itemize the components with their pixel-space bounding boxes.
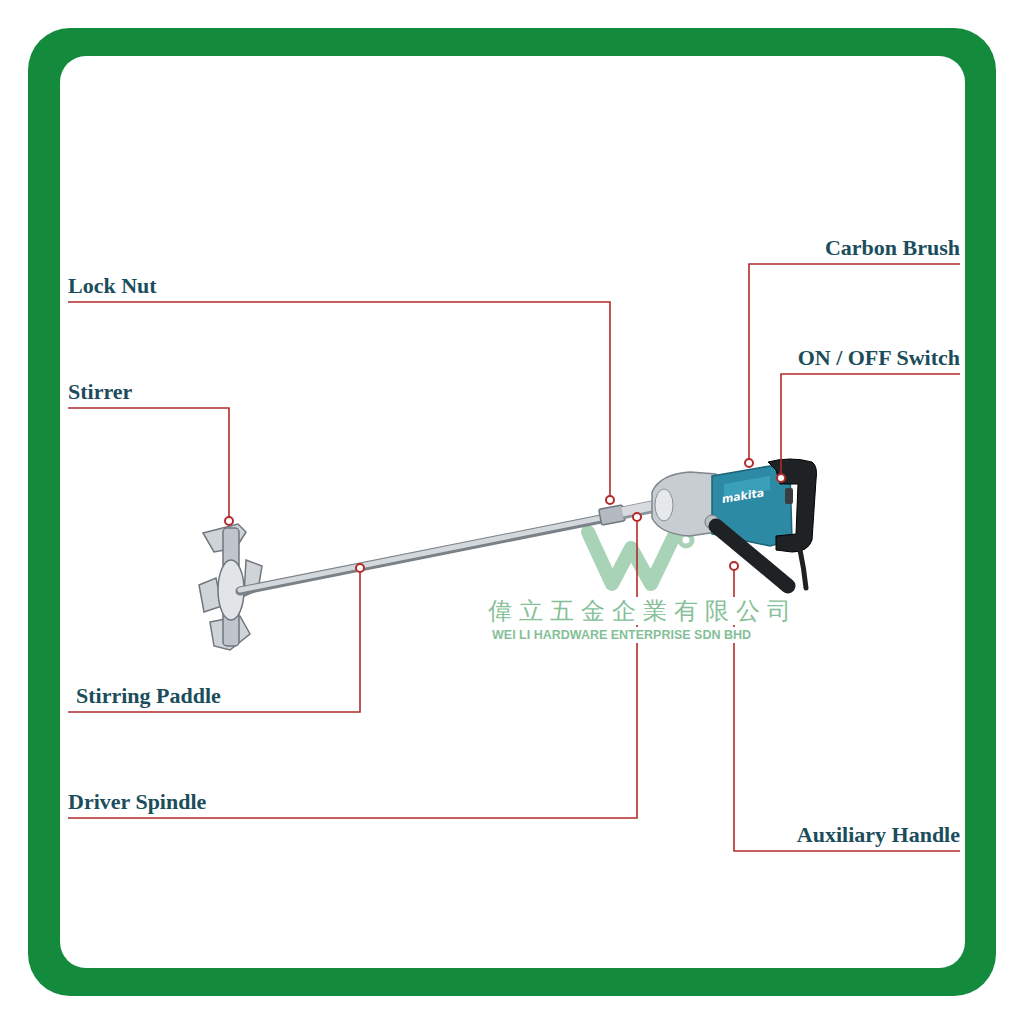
leader-dot [356,564,364,572]
leader-dot [633,513,641,521]
leader-line [68,521,637,818]
leader-line [68,302,610,496]
part-label: Carbon Brush [825,236,960,260]
spindle-edge [622,506,656,513]
driver-spindle [622,505,656,512]
leader-line [68,408,229,517]
shaft-edge [240,518,606,591]
watermark-text: 偉立五金企業有限公司 [488,597,798,625]
leader-line [781,374,960,474]
leader-lines [68,264,960,851]
part-label: ON / OFF Switch [798,346,960,370]
trigger [785,488,793,504]
logo-w [588,532,676,584]
watermark-logo [588,532,692,584]
leader-dot [606,496,614,504]
power-cord [800,550,806,588]
leader-dot [730,562,738,570]
leader-dots [225,459,785,572]
part-label: Stirrer [68,380,132,404]
panel [60,56,965,968]
auxiliary-handle [716,526,788,586]
leader-dot [777,474,785,482]
leader-dot [225,517,233,525]
part-label: Stirring Paddle [76,684,221,708]
rear-handle [768,459,817,552]
frame [28,28,996,996]
part-label: Lock Nut [68,274,157,298]
leader-dot [745,459,753,467]
watermark-text: WEI LI HARDWARE ENTERPRISE SDN BHD [492,627,751,643]
leader-line [68,572,360,712]
part-label: Driver Spindle [68,790,206,814]
gear-cap [655,489,673,521]
shaft [240,517,606,590]
part-label: Auxiliary Handle [797,823,960,847]
